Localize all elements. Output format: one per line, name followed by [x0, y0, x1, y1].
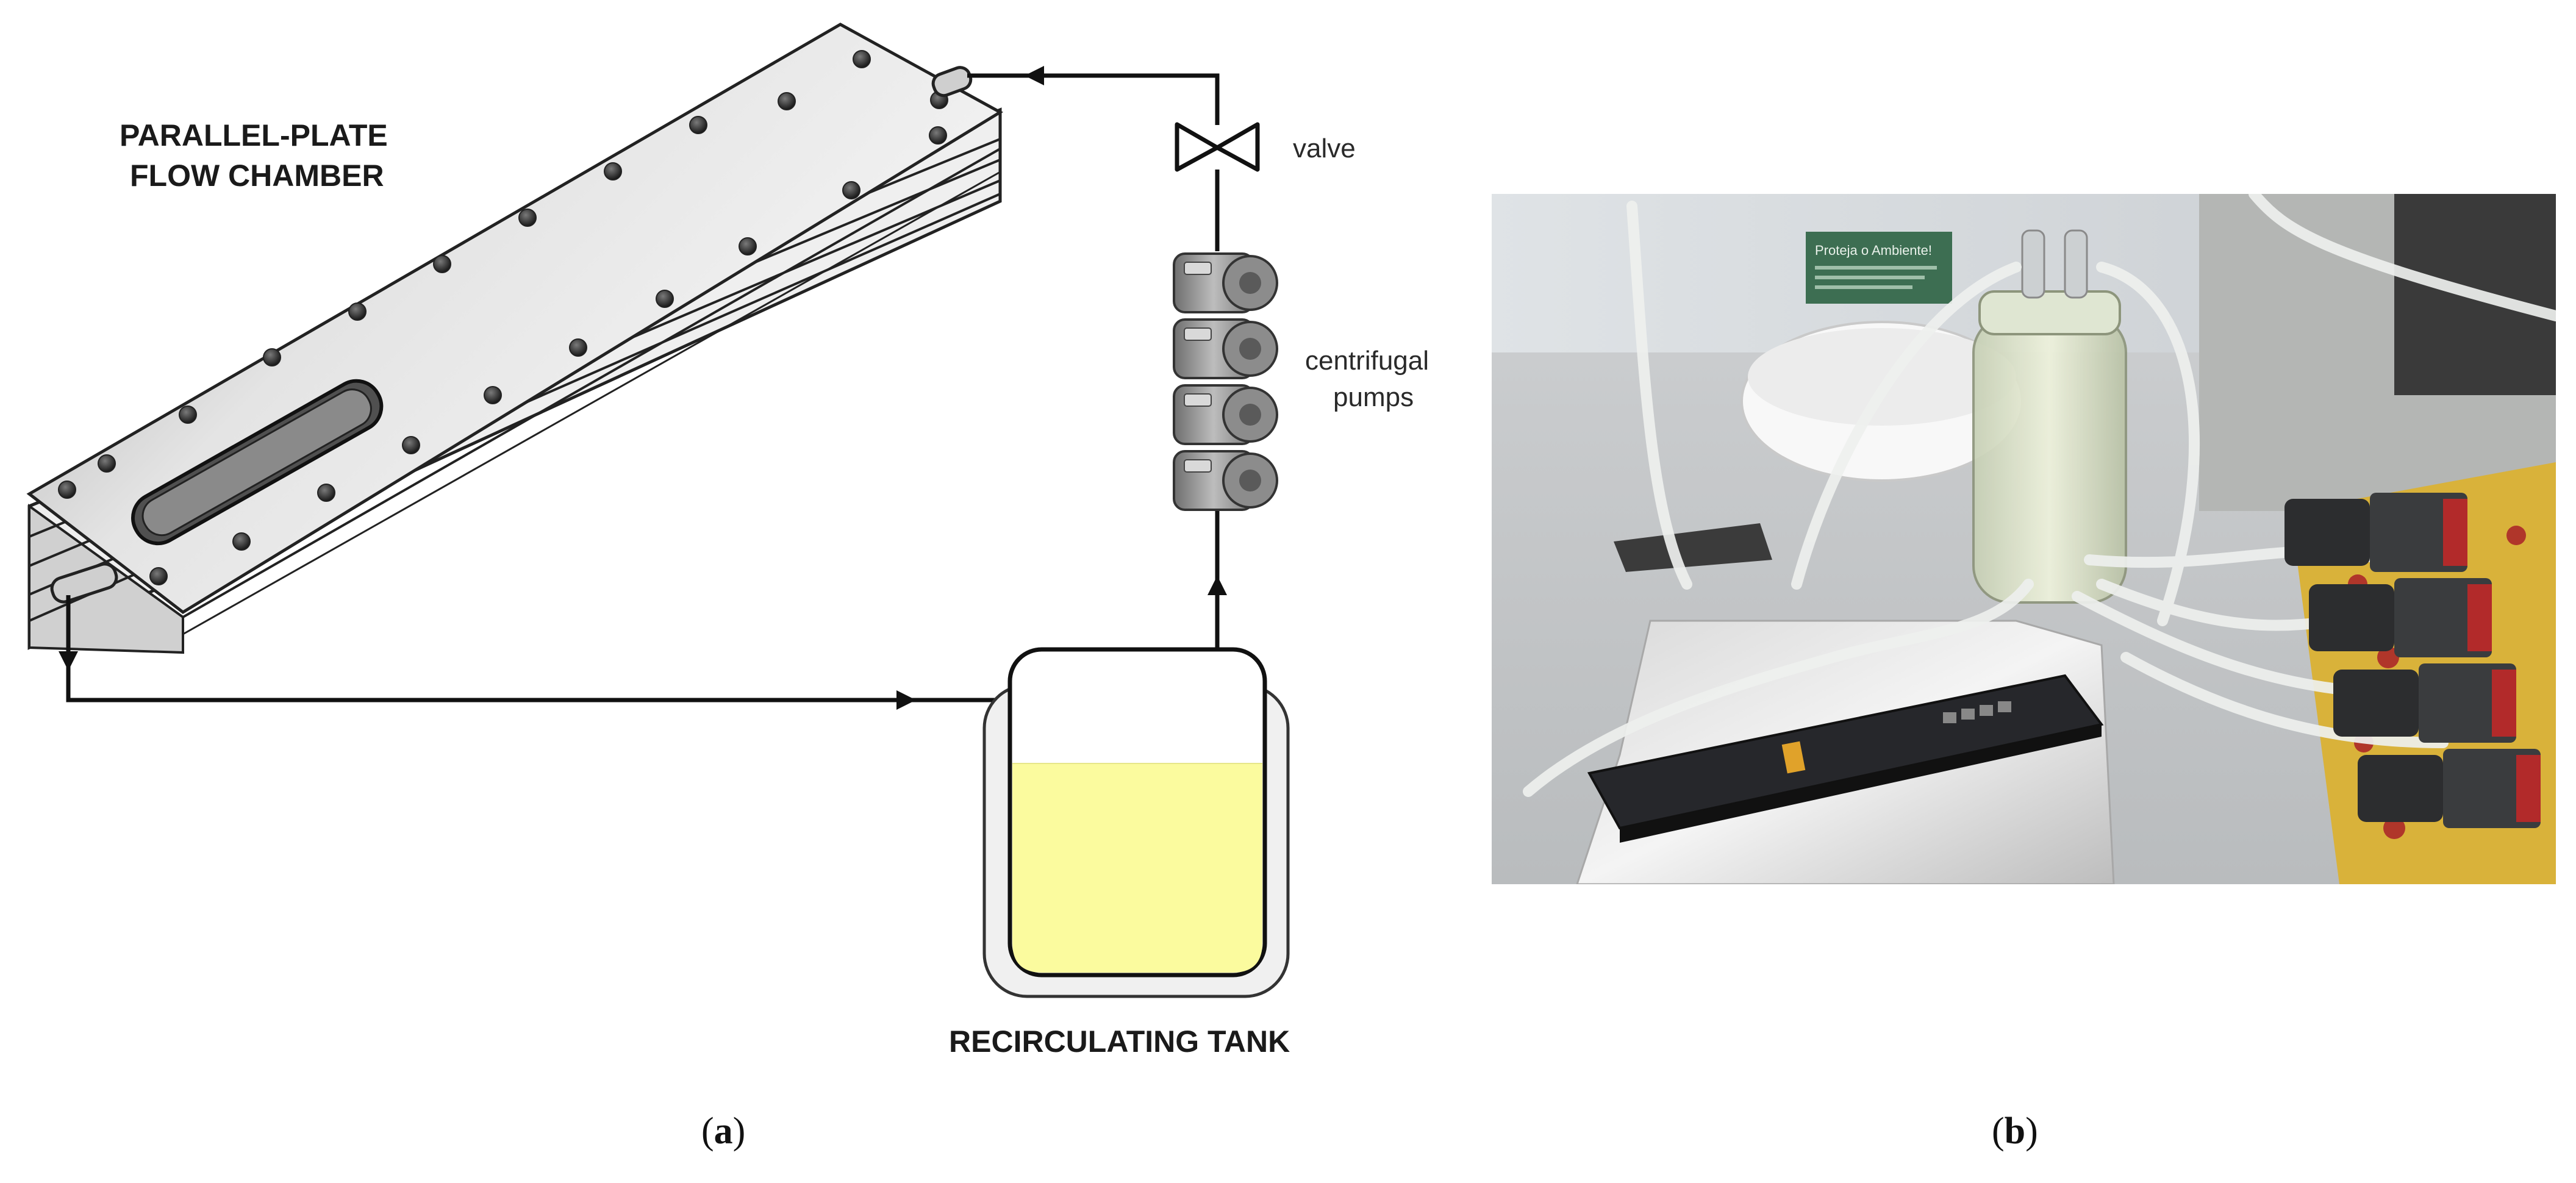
arrow-left [1025, 66, 1044, 85]
pumps-label-line1: centrifugal [1305, 346, 1429, 376]
tank-fluid [1012, 763, 1262, 973]
photo-glass-jar [1972, 229, 2127, 604]
flow-arrows [59, 66, 1227, 710]
photo-pumps [2284, 493, 2541, 828]
arrow-right [896, 690, 916, 710]
arrow-down [59, 651, 78, 671]
valve-icon [1175, 122, 1260, 172]
sign-text: Proteja o Ambiente! [1815, 243, 1932, 258]
chamber-bolts [58, 50, 948, 585]
chamber-window [131, 379, 384, 546]
arrow-up [1208, 576, 1227, 595]
photo-illustration: Proteja o Ambiente! [1492, 194, 2556, 884]
pumps-label-line2: pumps [1333, 382, 1414, 412]
recirculating-tank [982, 647, 1290, 998]
centrifugal-pumps [1173, 252, 1278, 511]
photo-sign: Proteja o Ambiente! [1806, 232, 1952, 304]
feed-line [66, 595, 1012, 702]
tank-label: RECIRCULATING TANK [949, 1024, 1290, 1059]
chamber-label-line2: FLOW CHAMBER [130, 159, 384, 193]
photo-flow-chamber [1587, 674, 2104, 843]
inlet-nozzle [50, 562, 118, 604]
return-line [967, 73, 1220, 125]
valve-label: valve [1293, 134, 1356, 163]
caption-b-letter: b [2004, 1110, 2026, 1152]
chamber-label-line1: PARALLEL-PLATE [120, 118, 388, 152]
pump-1 [1173, 252, 1278, 313]
caption-a: (a) [701, 1110, 746, 1152]
pump-4 [1173, 450, 1278, 511]
setup-photograph: Proteja o Ambiente! [1492, 194, 2556, 884]
caption-a-letter: a [714, 1110, 733, 1152]
flow-chamber [26, 23, 1003, 654]
caption-b: (b) [1992, 1110, 2038, 1152]
pump-3 [1173, 384, 1278, 445]
pump-2 [1173, 318, 1278, 379]
